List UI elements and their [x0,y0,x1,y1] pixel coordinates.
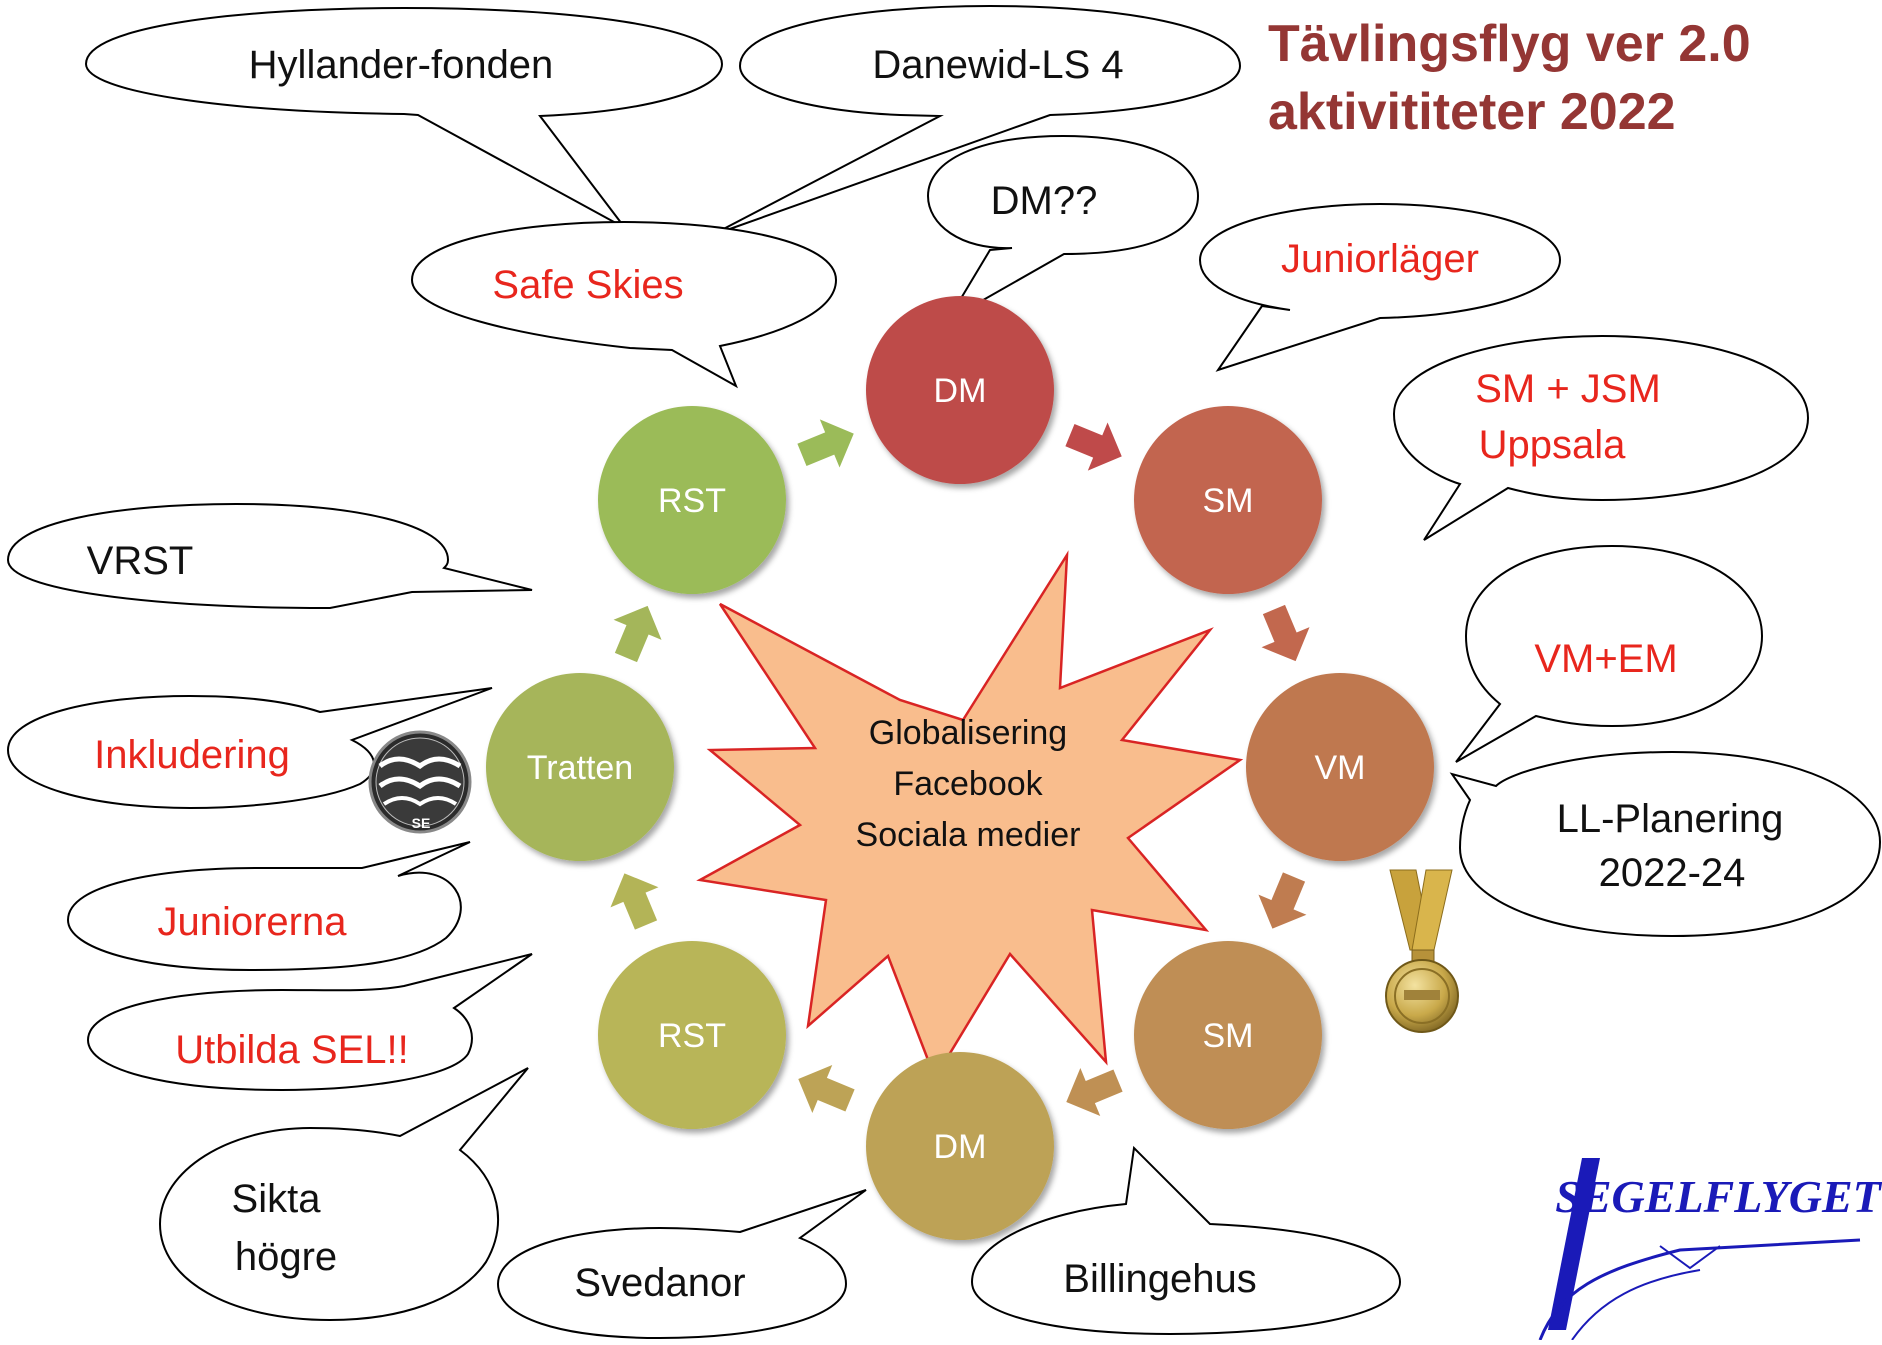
callout-hyllander: Hyllander-fonden [84,6,724,229]
starburst-shape [696,550,1244,1081]
cycle-node-circle [866,296,1054,484]
callout-billingehus: Billingehus [970,1145,1402,1336]
glider-wing-2 [378,776,462,790]
segelflyget-logo: SEGELFLYGET [1538,1158,1882,1341]
cycle-node-circle [1246,673,1434,861]
callout-safe-skies-text: Safe Skies [492,263,683,307]
callout-sikta-line2: högre [235,1235,337,1279]
center-line-2: Facebook [893,765,1043,803]
callout-svedanor-text: Svedanor [574,1261,745,1305]
cycle-node-dm-top: DM [866,296,1054,484]
cycle-node-label: DM [934,1128,987,1166]
cycle-arrow [798,1064,855,1113]
callout-hyllander-text: Hyllander-fonden [249,43,554,87]
callout-inkludering-text: Inkludering [94,733,290,777]
callout-ll-planering: LL-Planering 2022-24 [1449,750,1882,938]
cycle-node-tratten: Tratten [486,673,674,861]
cycle-node-rst-bottom: RST [598,941,786,1129]
callout-utbilda: Utbilda SEL!! [86,953,533,1092]
logo-chevron [1659,1245,1721,1270]
callout-sikta-line1: Sikta [232,1177,322,1221]
page-title: Tävlingsflyg ver 2.0 aktivititeter 2022 [1268,10,1868,146]
cycle-node-label: DM [934,372,987,410]
callout-danewid: Danewid-LS 4 [709,4,1242,237]
glider-wing-1 [378,756,462,770]
cycle-arrow [1065,422,1122,471]
callout-ll-planering-line2: 2022-24 [1599,851,1746,895]
cycle-arrow [1066,1068,1123,1117]
cycle-node-label: RST [658,1017,726,1055]
callout-safe-skies: Safe Skies [410,220,838,389]
cycle-node-circle [598,941,786,1129]
cycle-node-circle [1134,941,1322,1129]
center-starburst: Globalisering Facebook Sociala medier [696,550,1244,1081]
cycle-arrow [1258,872,1307,929]
cycle-node-label: VM [1315,749,1366,787]
callout-juniorerna: Juniorerna [66,841,471,972]
logo-text: SEGELFLYGET [1555,1171,1882,1222]
gold-medal-icon [1385,869,1459,1033]
se-glider-badge: SE [368,730,472,834]
cycle-node-dm-bottom: DM [866,1052,1054,1240]
callout-utbilda-text: Utbilda SEL!! [175,1028,408,1072]
callout-inkludering: Inkludering [6,687,493,810]
badge-text: SE [412,815,431,831]
callout-ll-planering-line1: LL-Planering [1557,797,1784,841]
callout-juniorerna-text: Juniorerna [157,900,347,944]
callout-sm-jsm: SM + JSM Uppsala [1392,334,1810,541]
cycle-node-label: SM [1203,1017,1254,1055]
center-line-1: Globalisering [869,714,1067,752]
logo-stroke [1548,1158,1600,1330]
center-line-3: Sociala medier [856,816,1081,854]
cycle-node-circle [598,406,786,594]
callout-sm-jsm-line1: SM + JSM [1475,367,1661,411]
callout-dm-question: DM?? [926,134,1200,323]
callout-sm-jsm-line2: Uppsala [1479,423,1627,467]
cycle-node-circle [486,673,674,861]
cycle-node-label: Tratten [527,749,633,787]
cycle-arrow [613,605,662,663]
logo-swoosh [1538,1238,1861,1341]
callout-vm-em-text: VM+EM [1534,637,1677,681]
callout-sikta: Sikta högre [158,1067,529,1322]
cycle-node-circle [866,1052,1054,1240]
title-line-2: aktivititeter 2022 [1268,83,1676,141]
callout-dm-question-text: DM?? [991,179,1098,223]
callout-vm-em: VM+EM [1455,544,1764,763]
callout-danewid-text: Danewid-LS 4 [872,43,1123,87]
cycle-arrow [610,873,659,930]
cycle-node-circle [1134,406,1322,594]
cycle-arrow [1261,604,1310,662]
cycle-node-sm-right-top: SM [1134,406,1322,594]
callout-juniorlager-text: Juniorläger [1281,237,1479,281]
cycle-node-label: RST [658,482,726,520]
glider-wing-3 [382,796,458,807]
title-line-1: Tävlingsflyg ver 2.0 [1268,15,1751,73]
callout-billingehus-text: Billingehus [1063,1257,1256,1301]
cycle-node-sm-right-bottom: SM [1134,941,1322,1129]
cycle-node-label: SM [1203,482,1254,520]
callout-vrst-text: VRST [87,539,194,583]
callout-juniorlager: Juniorläger [1198,202,1562,372]
cycle-node-vm: VM [1246,673,1434,861]
cycle-arrows [610,419,1310,1117]
cycle-node-rst-top: RST [598,406,786,594]
cycle-arrow [797,419,854,468]
callout-layer: Hyllander-fonden Danewid-LS 4 Safe Skies… [6,4,1882,1340]
callout-vrst: VRST [6,502,533,610]
callout-svedanor: Svedanor [496,1189,867,1340]
